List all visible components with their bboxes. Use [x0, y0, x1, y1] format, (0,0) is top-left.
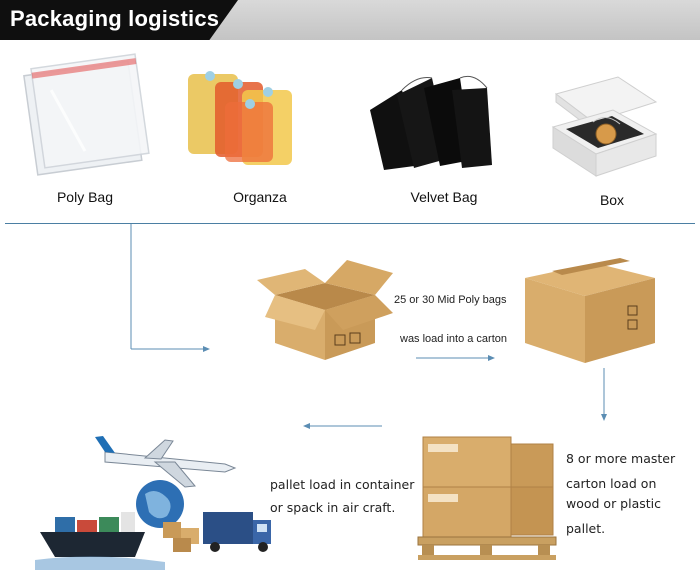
truck-icon [203, 512, 271, 552]
poly-bag-image [23, 53, 150, 176]
step-shipping-caption-2: or spack in air craft. [270, 500, 396, 515]
shipping-collage-image [35, 436, 271, 570]
step-pallet-caption-1: 8 or more master [566, 451, 676, 466]
section-divider [5, 223, 695, 224]
arrow-right-icon [203, 346, 210, 352]
arrow-down-icon [601, 414, 607, 421]
ship-icon [35, 512, 165, 570]
arrow-right-icon [488, 355, 495, 361]
arrow-left-icon [303, 423, 310, 429]
packaging-label-poly-bag: Poly Bag [56, 189, 114, 205]
header-tab [0, 0, 238, 40]
velvet-bags-image [370, 75, 492, 170]
packaging-label-organza: Organza [233, 189, 287, 205]
page-title: Packaging logistics [10, 6, 220, 31]
airplane-icon [95, 436, 237, 488]
jewelry-box-image [551, 76, 658, 177]
step-carton-caption-2: was load into a carton [400, 333, 508, 345]
step-pallet-caption-4: pallet. [566, 521, 606, 536]
packaging-label-velvet-bag: Velvet Bag [410, 189, 478, 205]
step-pallet-caption-2: carton load on [566, 476, 657, 491]
open-carton-image [257, 260, 393, 360]
pallet-cartons-image [417, 436, 557, 560]
packaging-label-box: Box [599, 192, 625, 208]
closed-carton-image [525, 258, 655, 363]
step-carton-caption-1: 25 or 30 Mid Poly bags [394, 294, 507, 306]
step-pallet-caption-3: wood or plastic [566, 496, 662, 511]
step-shipping-caption-1: pallet load in container [270, 477, 415, 492]
organza-bags-image [188, 71, 292, 165]
